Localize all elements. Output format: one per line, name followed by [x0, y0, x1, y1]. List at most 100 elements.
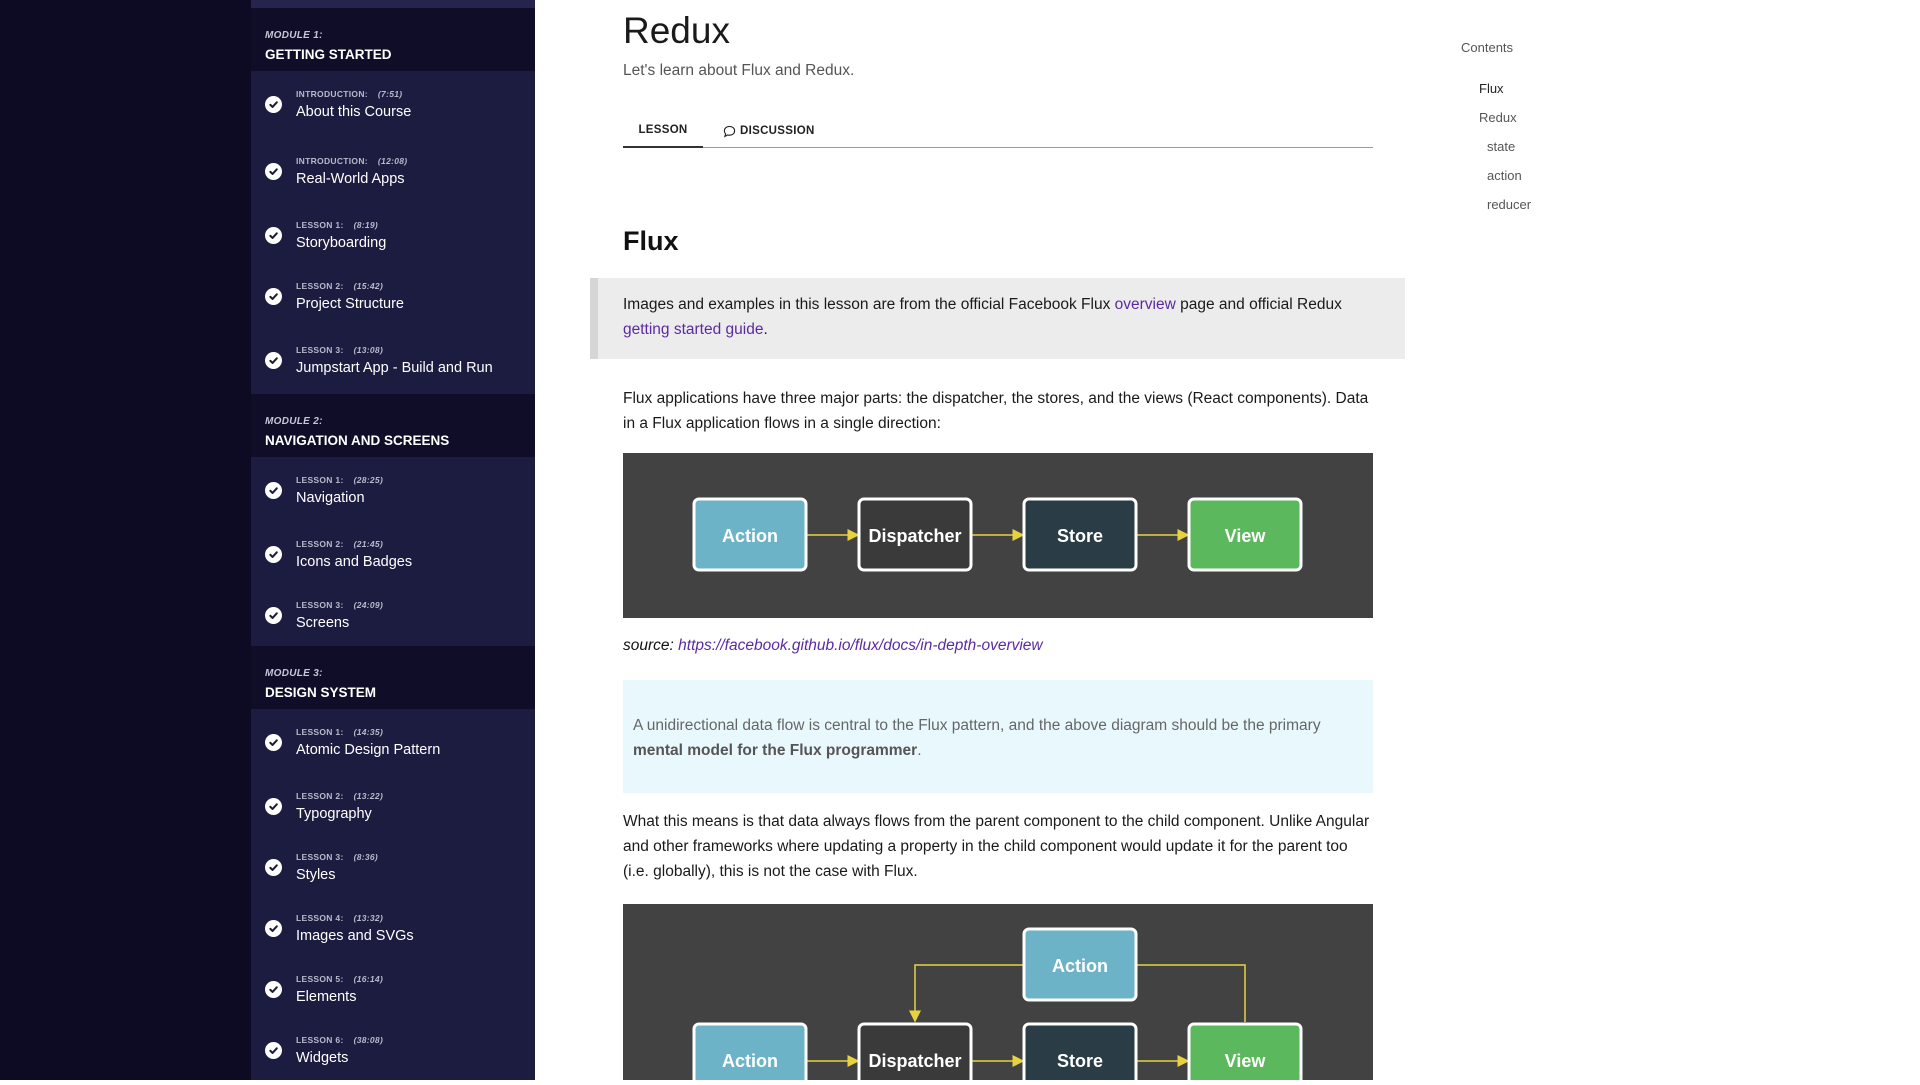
- checkmark-icon: [265, 352, 282, 369]
- toc-item-flux[interactable]: Flux: [1479, 81, 1504, 96]
- tab-lesson-label: LESSON: [638, 124, 688, 136]
- lesson-number: LESSON 1:: [296, 727, 344, 737]
- lesson-text: INTRODUCTION:(7:51)About this Course: [296, 89, 411, 120]
- sidebar-lesson-item[interactable]: INTRODUCTION:(7:51)About this Course: [251, 71, 535, 138]
- lesson-number: LESSON 3:: [296, 345, 344, 355]
- sidebar-lesson-item[interactable]: LESSON 1: (14:35) Atomic Design Pattern: [251, 709, 535, 776]
- lesson-title: Real-World Apps: [296, 171, 405, 187]
- lesson-duration: (8:36): [353, 852, 379, 862]
- checkmark-icon: [265, 163, 282, 180]
- getting-started-guide-link[interactable]: getting started guide: [623, 321, 764, 338]
- tab-discussion-label: DISCUSSION: [740, 125, 815, 137]
- view-box-2-label: View: [1225, 1051, 1267, 1071]
- lesson-title: Typography: [296, 806, 372, 822]
- checkmark-icon: [265, 981, 282, 998]
- lesson-text: LESSON 3:(13:08)Jumpstart App - Build an…: [296, 345, 493, 376]
- module-number: MODULE 3:: [265, 668, 323, 679]
- module-header: MODULE 1:GETTING STARTED: [251, 8, 535, 71]
- overview-link[interactable]: overview: [1114, 296, 1176, 313]
- sidebar-lesson-item[interactable]: LESSON 3: (24:09)Screens: [251, 585, 535, 646]
- lesson-duration: (14:35): [353, 727, 384, 737]
- module-title: GETTING STARTED: [265, 47, 392, 62]
- lesson-text: INTRODUCTION: (12:08) Real-World Apps: [296, 156, 407, 187]
- lesson-duration: (13:08): [353, 345, 384, 355]
- toc-item-state[interactable]: state: [1487, 139, 1516, 154]
- flux-flow-diagram: Action Dispatcher Store View: [623, 453, 1373, 618]
- quote-text-before: A unidirectional data flow is central to…: [633, 717, 1321, 734]
- sidebar-lesson-item[interactable]: LESSON 5:(16:14)Elements: [251, 959, 535, 1020]
- note-text-after: .: [763, 321, 768, 338]
- sidebar-lesson-item[interactable]: LESSON 1:(28:25)Navigation: [251, 457, 535, 524]
- checkmark-icon: [265, 227, 282, 244]
- view-box: [1187, 497, 1303, 572]
- checkmark-icon: [265, 546, 282, 563]
- page-subtitle: Let's learn about Flux and Redux.: [623, 62, 855, 79]
- sidebar-lesson-item[interactable]: LESSON 4:(13:32)Images and SVGs: [251, 898, 535, 959]
- store-box-2-label: Store: [1057, 1051, 1103, 1071]
- lesson-meta: LESSON 3: (8:36): [296, 852, 378, 862]
- lesson-text: LESSON 1:(8:19)Storyboarding: [296, 220, 386, 251]
- lesson-meta: LESSON 1: (14:35): [296, 727, 440, 737]
- action-box-2-label: Action: [722, 1051, 778, 1071]
- module-header: MODULE 3:DESIGN SYSTEM: [251, 646, 535, 709]
- lesson-duration: (7:51): [377, 89, 403, 99]
- dispatcher-box-label: Dispatcher: [868, 526, 961, 546]
- lesson-duration: (13:22): [353, 791, 384, 801]
- source-link[interactable]: https://facebook.github.io/flux/docs/in-…: [678, 637, 1043, 654]
- lesson-title: Atomic Design Pattern: [296, 742, 441, 758]
- toc-item-action[interactable]: action: [1487, 168, 1522, 183]
- tab-discussion[interactable]: DISCUSSION: [723, 114, 815, 148]
- toc-title: Contents: [1461, 40, 1514, 55]
- tab-lesson[interactable]: LESSON: [623, 114, 703, 148]
- checkmark-icon: [265, 96, 282, 113]
- lesson-number: LESSON 4:: [296, 913, 344, 923]
- quote-text-after: .: [917, 742, 922, 759]
- diagram-source: source: https://facebook.github.io/flux/…: [623, 637, 1043, 655]
- sidebar-lesson-item[interactable]: LESSON 2:(21:45)Icons and Badges: [251, 524, 535, 585]
- checkmark-icon: [265, 482, 282, 499]
- flux-action-diagram: Action Action Dispatcher Store View: [623, 904, 1373, 1085]
- view-box-label: View: [1225, 526, 1267, 546]
- toc-item-reducer[interactable]: reducer: [1487, 197, 1532, 212]
- top-action-box: [1022, 927, 1138, 1002]
- flux-action-svg: Action Action Dispatcher Store View: [692, 927, 1303, 1085]
- sidebar-lesson-item[interactable]: LESSON 3:(13:08)Jumpstart App - Build an…: [251, 327, 535, 394]
- lesson-title: Screens: [296, 615, 350, 631]
- lesson-number: LESSON 3:: [296, 852, 344, 862]
- lesson-title: Project Structure: [296, 296, 404, 312]
- lesson-number: LESSON 1:: [296, 475, 344, 485]
- lesson-duration: (24:09): [353, 600, 384, 610]
- table-of-contents: Contents Flux Redux state action reducer: [1461, 40, 1531, 212]
- lesson-title: Elements: [296, 989, 357, 1005]
- lesson-number: LESSON 3:: [296, 600, 344, 610]
- lesson-number: LESSON 2:: [296, 281, 344, 291]
- lesson-duration: (13:32): [353, 913, 384, 923]
- flux-quote: A unidirectional data flow is central to…: [623, 680, 1373, 793]
- sidebar-lesson-item[interactable]: LESSON 3:(8:36)Styles: [251, 837, 535, 898]
- lesson-duration: (12:08): [377, 156, 408, 166]
- lesson-number: INTRODUCTION:: [296, 156, 368, 166]
- lesson-text: LESSON 2:(13:22)Typography: [296, 791, 383, 822]
- toc-item-redux[interactable]: Redux: [1479, 110, 1517, 125]
- lesson-text: LESSON 2:(21:45)Icons and Badges: [296, 539, 412, 570]
- sidebar-lesson-item[interactable]: LESSON 2:(15:42)Project Structure: [251, 266, 535, 327]
- sidebar-lesson-item[interactable]: LESSON 6:(38:08)Widgets: [251, 1020, 535, 1080]
- lesson-text: LESSON 3: (24:09)Screens: [296, 600, 383, 631]
- lesson-number: LESSON 1:: [296, 220, 344, 230]
- sidebar-lesson-item[interactable]: LESSON 1:(8:19)Storyboarding: [251, 205, 535, 266]
- sidebar-lesson-item[interactable]: INTRODUCTION: (12:08) Real-World Apps: [251, 138, 535, 205]
- store-box-label: Store: [1057, 526, 1103, 546]
- module-header: MODULE 2:NAVIGATION AND SCREENS: [251, 394, 535, 457]
- left-gutter: [0, 0, 251, 1080]
- lesson-number: LESSON 6:: [296, 1035, 344, 1045]
- sidebar-lesson-item[interactable]: LESSON 2:(13:22)Typography: [251, 776, 535, 837]
- lesson-meta: LESSON 6:(38:08): [296, 1035, 383, 1045]
- flux-flow-svg: Action Dispatcher Store View: [692, 497, 1303, 572]
- page-title: Redux: [623, 10, 730, 51]
- lesson-meta: LESSON 4: (13:32): [296, 913, 414, 923]
- checkmark-icon: [265, 288, 282, 305]
- lesson-duration: (28:25): [353, 475, 384, 485]
- checkmark-icon: [265, 798, 282, 815]
- lesson-meta: INTRODUCTION:(7:51): [296, 89, 411, 99]
